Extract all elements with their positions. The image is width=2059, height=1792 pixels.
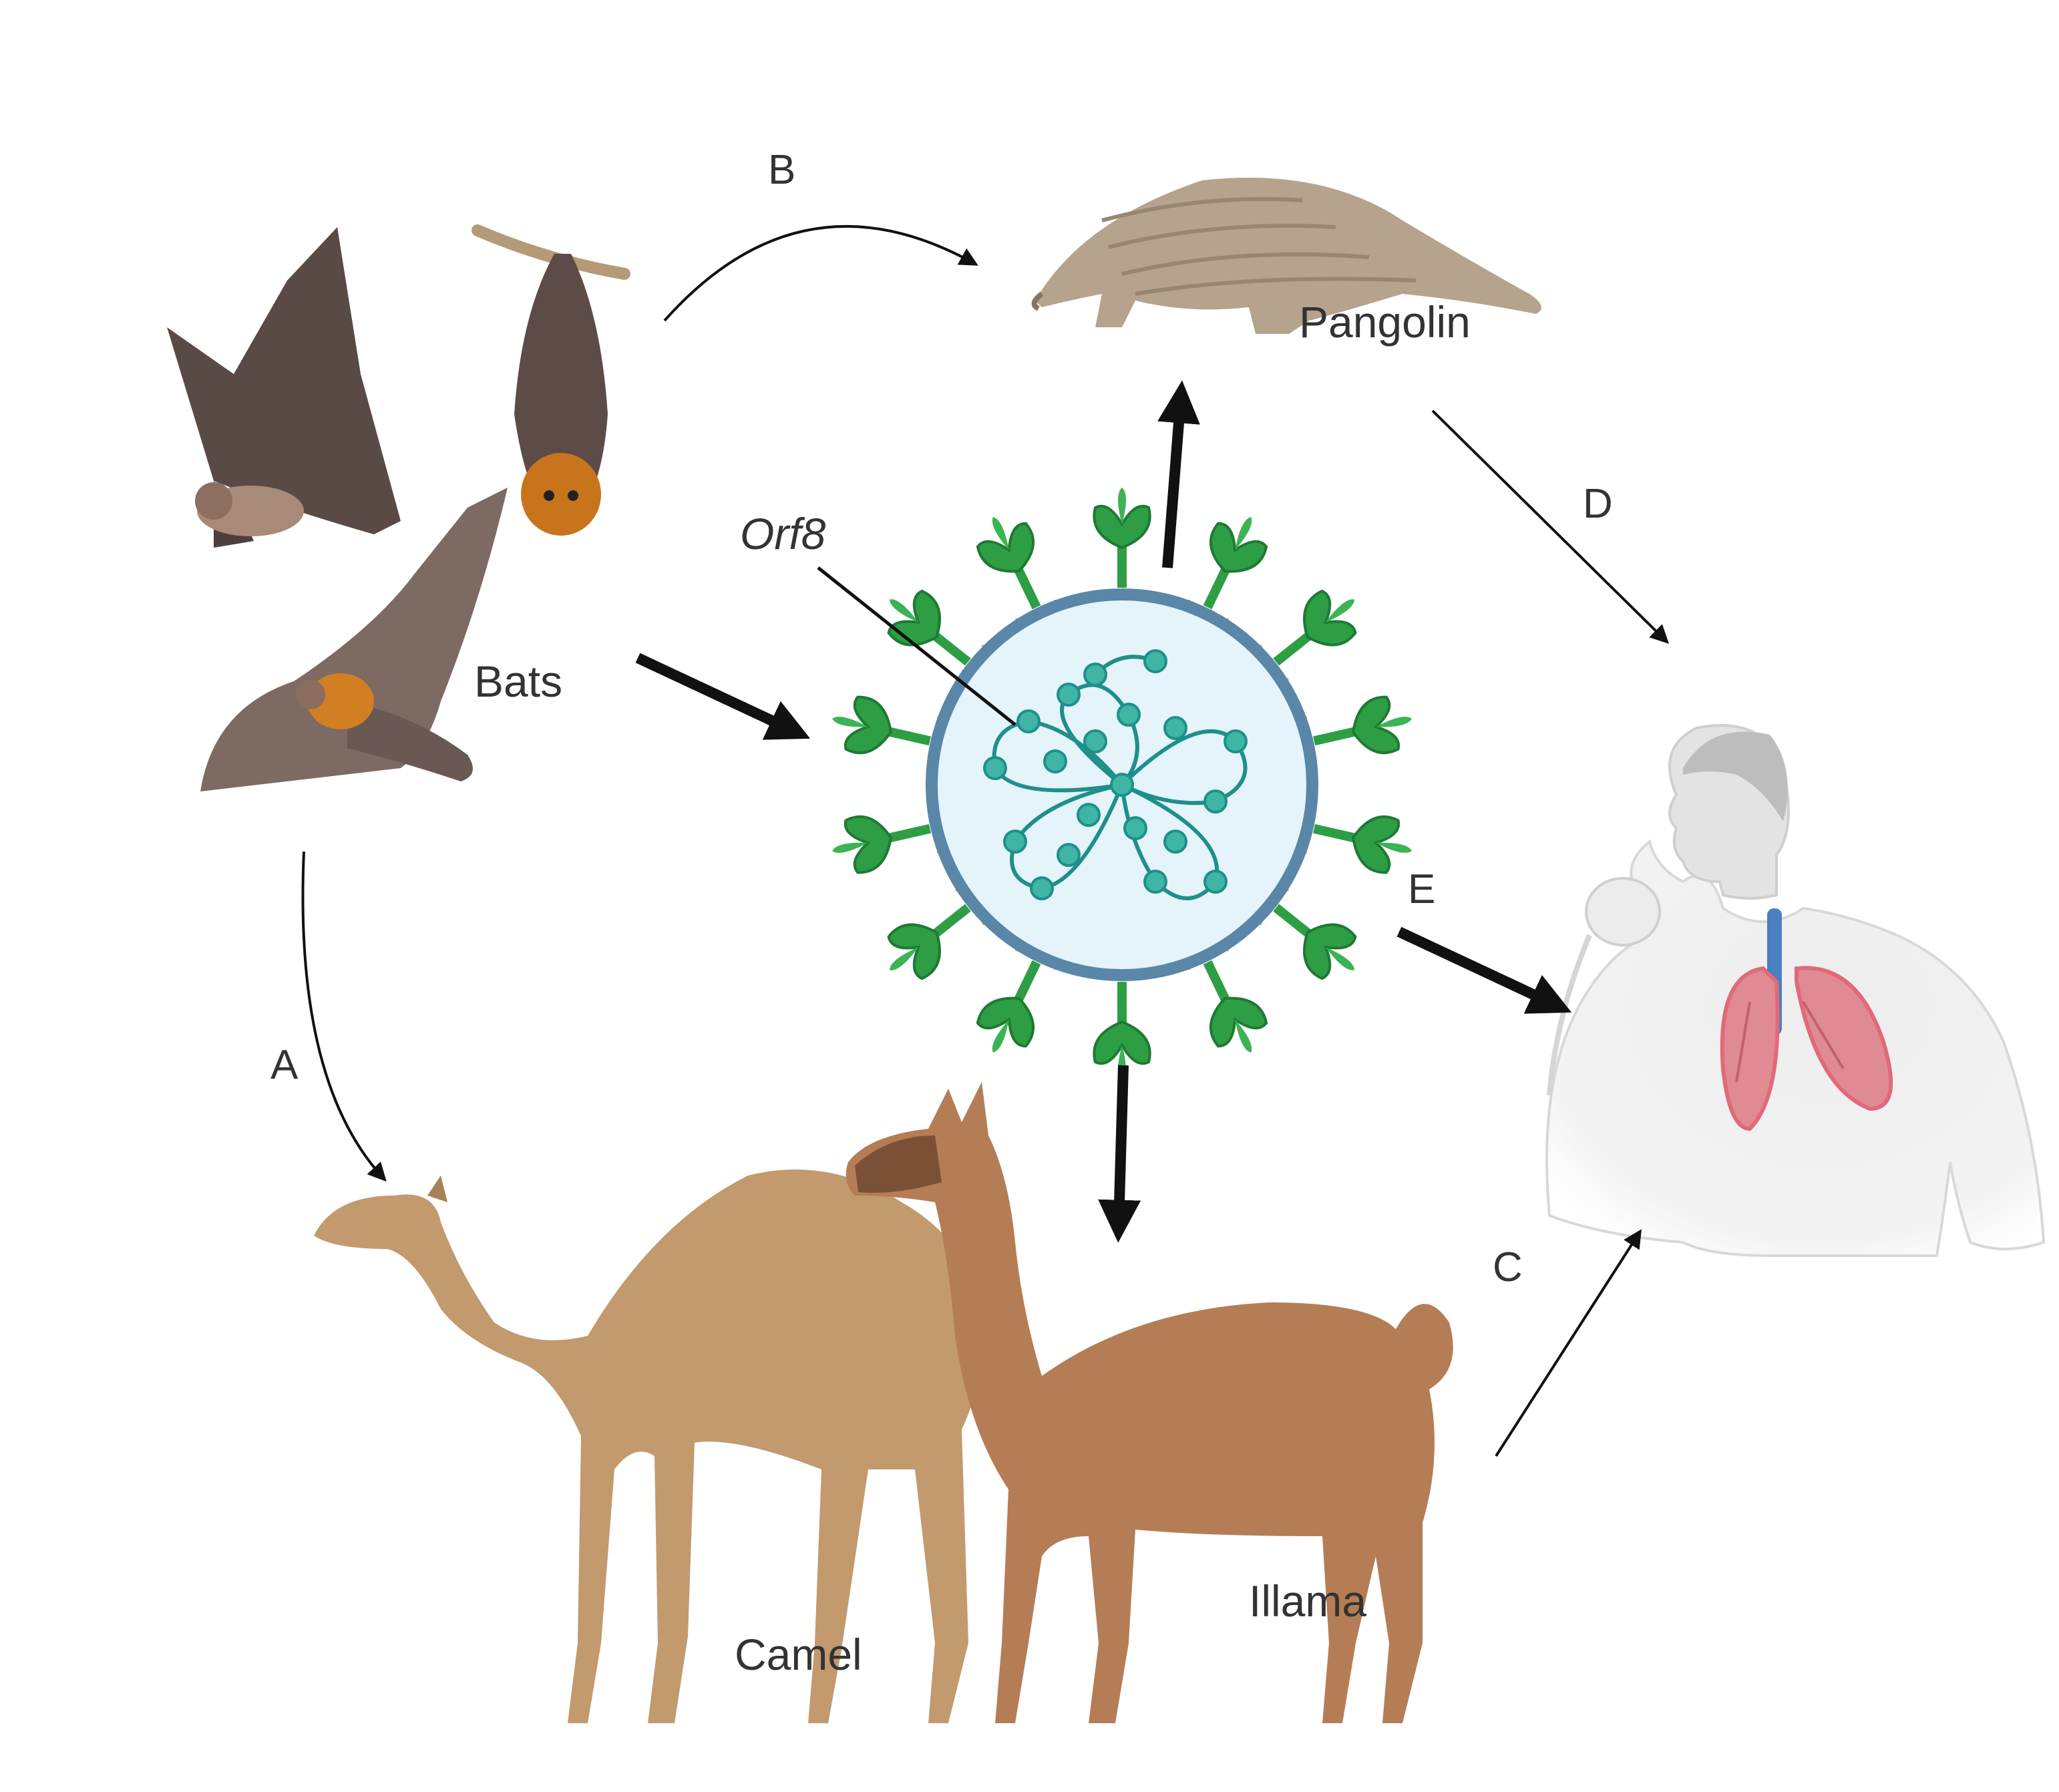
arrow-a [301,851,387,1182]
spike-protein [1093,488,1151,588]
label-llama: Illama [1249,1576,1366,1626]
rna-bead [1203,870,1228,894]
rna-bead [1083,663,1107,687]
spike-protein [887,904,971,980]
pangolin-illustration [1031,178,1541,334]
spike-protein [1313,695,1412,755]
rna-bead [1057,683,1081,707]
spike-proteins [832,488,1412,1082]
spike-protein [1273,589,1357,666]
arrow-b [663,224,978,322]
rna-bead [1117,703,1141,727]
route-label-d: D [1583,481,1613,527]
route-label-c: C [1493,1244,1523,1290]
route-label-a: A [270,1042,299,1088]
spike-protein [1273,904,1357,980]
label-orf8: Orf8 [740,509,826,558]
rna-bead [983,756,1007,780]
rna-bead [1057,843,1081,867]
arrow-virus-to-llama [1098,1065,1141,1243]
spike-protein [976,960,1041,1053]
spike-protein [1203,517,1268,610]
rna-bead [1163,830,1187,854]
rna-bead [1123,816,1147,840]
rna-bead [1224,729,1248,753]
spike-protein [832,815,931,874]
spike-protein [832,695,931,755]
rna-bead [1043,749,1067,773]
arrow-c [1495,1229,1642,1457]
virus-particle [832,488,1412,1082]
camel-illustration [314,1170,988,1723]
route-label-b: B [768,147,795,193]
rna-bead [1003,830,1027,854]
human-illustration [1545,724,2046,1257]
label-camel: Camel [735,1630,862,1679]
rna-bead [1143,870,1167,894]
arrow-d [1431,409,1669,644]
label-bats: Bats [474,657,562,706]
rna-bead [1110,773,1134,797]
rna-bead [1083,729,1107,753]
rna-bead [1203,789,1228,814]
spike-protein [887,589,971,666]
orf8-pointer-line [817,566,1016,726]
llama-illustration [846,1082,1453,1723]
spike-protein [1313,815,1412,874]
rna-bead [1016,709,1041,733]
arrow-bats-to-virus [635,653,811,740]
rna-bead [1077,803,1101,827]
rna-bead [1030,876,1054,900]
spike-protein [1203,960,1268,1053]
arrow-virus-to-pangolin [1157,380,1200,568]
bats-illustration [167,224,630,791]
route-label-e: E [1408,866,1435,912]
spike-protein [976,517,1041,610]
label-pangolin: Pangolin [1299,297,1471,347]
rna-bead [1143,649,1167,673]
rna-bead [1163,716,1187,740]
arrow-e [1396,926,1572,1014]
